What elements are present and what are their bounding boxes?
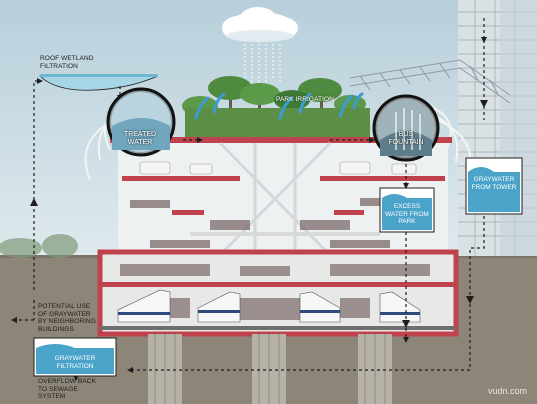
potential-use-label: POTENTIAL USE OF GRAYWATER BY NEIGHBORIN… [38, 303, 96, 333]
watermark: vudn.com [488, 386, 528, 396]
rain-drops [244, 44, 281, 86]
graywater-from-tower-label: GRAYWATER FROM TOWER [471, 176, 517, 191]
excess-water-label: EXCESS WATER FROM PARK [385, 203, 429, 225]
bus-fountain-circle [372, 94, 440, 162]
office-tower [458, 0, 537, 256]
excess-water-box [379, 187, 435, 233]
graywater-filtration-box [33, 337, 117, 377]
irrigation-arrows [194, 92, 364, 120]
park-irrigation-label: PARK IRRIGATION [276, 96, 334, 103]
graywater-tower-box [465, 157, 523, 215]
overflow-label: OVERFLOW BACK TO SEWAGE SYSTEM [38, 378, 97, 400]
underground-box [97, 249, 459, 337]
sky-bridge [349, 59, 511, 104]
treated-water-label: TREATED WATER [123, 131, 157, 146]
roof-wetland-label: ROOF WETLAND FILTRATION [40, 55, 94, 70]
flow-lines [11, 18, 487, 373]
rain-cloud [222, 7, 298, 42]
graywater-filtration-label: GRAYWATER FILTRATION [54, 355, 96, 370]
treated-water-circle [106, 87, 176, 157]
roof-wetland-dish [39, 74, 159, 91]
bus-fountain-label: BUS FOUNTAIN [388, 131, 424, 146]
roof-slab [110, 137, 452, 143]
